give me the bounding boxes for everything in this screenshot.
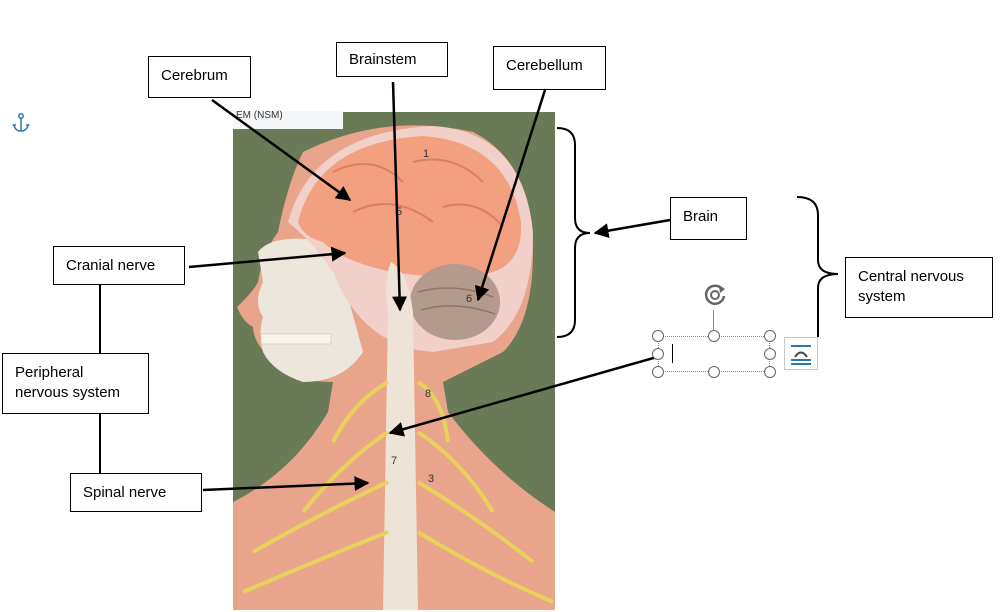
layout-options-icon — [791, 345, 811, 365]
resize-handle-top[interactable] — [708, 330, 720, 342]
label-brainstem[interactable]: Brainstem — [336, 42, 448, 77]
resize-handle-top-left[interactable] — [652, 330, 664, 342]
photo-mark-8: 8 — [425, 388, 431, 400]
label-cerebrum[interactable]: Cerebrum — [148, 56, 251, 98]
layout-options-button[interactable] — [784, 337, 818, 370]
arrow-cerebrum — [211, 98, 352, 202]
photo-corner-tag: EM (NSM) — [233, 111, 343, 129]
brace-cns — [796, 196, 839, 337]
resize-handle-top-right[interactable] — [764, 330, 776, 342]
anchor-icon[interactable] — [10, 112, 32, 134]
arrow-spinal-nerve — [202, 476, 370, 492]
model-illustration: 1 5 6 8 7 3 — [233, 112, 555, 610]
resize-handle-bottom-left[interactable] — [652, 366, 664, 378]
arrow-textbox — [388, 355, 658, 437]
rotate-handle-stem — [713, 310, 714, 334]
photo-mark-1: 1 — [423, 148, 429, 160]
label-brain[interactable]: Brain — [670, 197, 747, 240]
label-cerebellum[interactable]: Cerebellum — [493, 46, 606, 90]
photo-mark-5: 5 — [396, 206, 402, 218]
arrow-cranial-nerve — [188, 246, 347, 269]
arrow-brain — [593, 218, 671, 239]
arrow-brainstem — [391, 81, 408, 312]
resize-handle-right[interactable] — [764, 348, 776, 360]
arrow-cerebellum — [474, 89, 547, 302]
text-caret — [672, 344, 673, 363]
photo-mark-3: 3 — [428, 473, 434, 485]
resize-handle-bottom-right[interactable] — [764, 366, 776, 378]
photo-mark-7: 7 — [391, 455, 397, 467]
resize-handle-bottom[interactable] — [708, 366, 720, 378]
resize-handle-left[interactable] — [652, 348, 664, 360]
photo-mark-6: 6 — [466, 293, 472, 305]
label-peripheral-nervous-system[interactable]: Peripheral nervous system — [2, 353, 149, 414]
nervous-system-model-photo[interactable]: 1 5 6 8 7 3 — [233, 112, 555, 610]
rotate-handle-icon[interactable] — [700, 280, 730, 310]
brace-brain — [556, 127, 591, 338]
label-central-nervous-system[interactable]: Central nervous system — [845, 257, 993, 318]
label-cranial-nerve[interactable]: Cranial nerve — [53, 246, 185, 285]
label-spinal-nerve[interactable]: Spinal nerve — [70, 473, 202, 512]
